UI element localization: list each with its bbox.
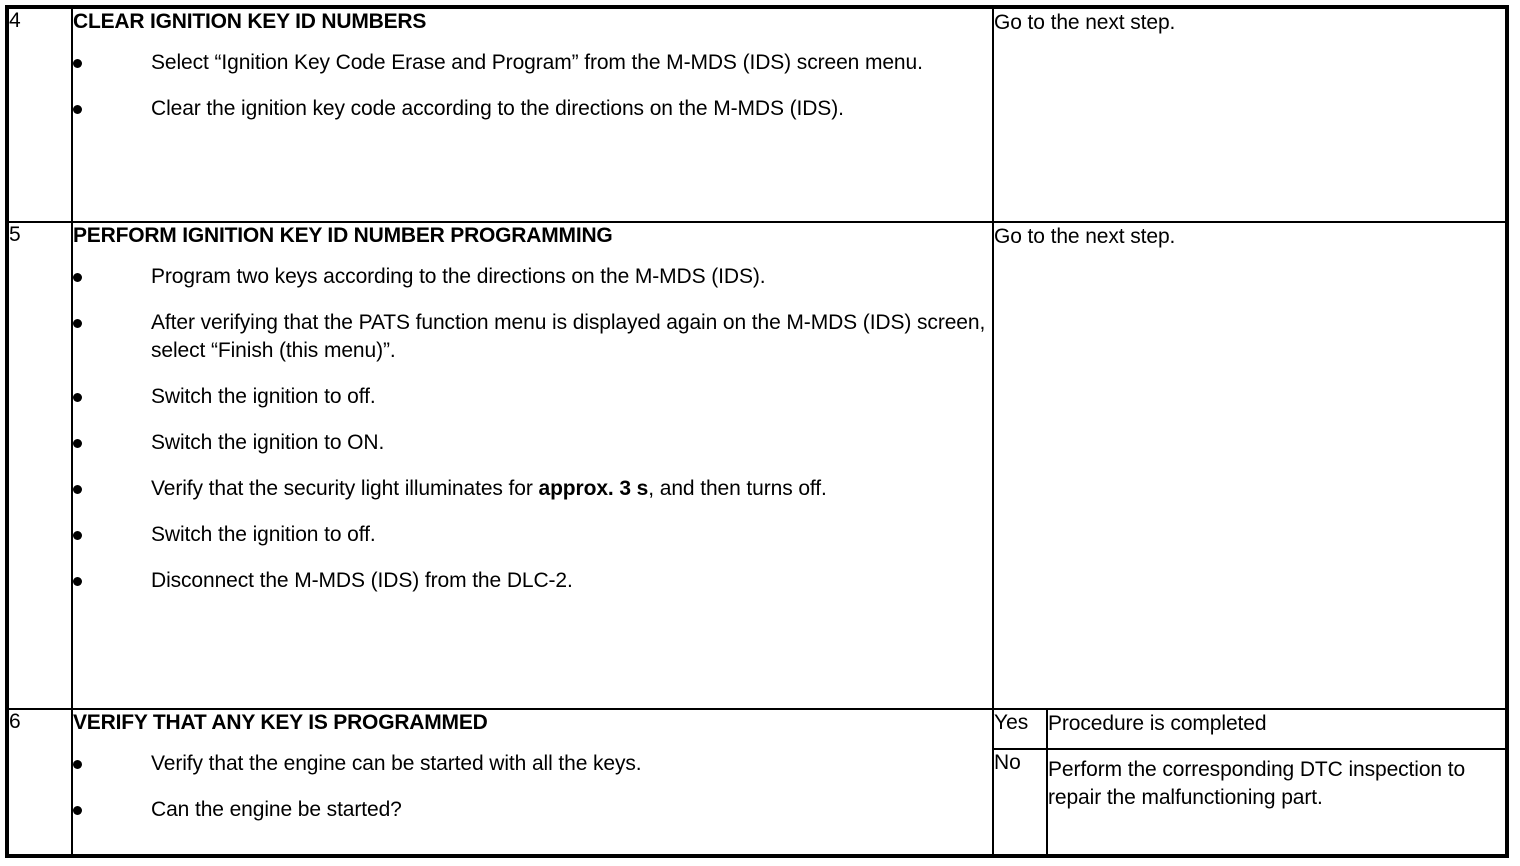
bullet-text-rich: Verify that the security light illuminat… (151, 475, 992, 503)
bullet-list-6: Verify that the engine can be started wi… (73, 750, 992, 824)
bullet-dot-icon (73, 105, 82, 114)
bullet-dot-icon (73, 393, 82, 402)
step-number-cell-4: 4 (6, 6, 73, 223)
answer-result-yes: Procedure is completed (1046, 708, 1508, 750)
bullet-text: Clear the ignition key code according to… (151, 97, 844, 120)
step-result-cell-5: Go to the next step. (992, 221, 1508, 710)
step-title-4: CLEAR IGNITION KEY ID NUMBERS (73, 10, 427, 33)
table-row: No Perform the corresponding DTC inspect… (7, 748, 1508, 857)
step-body-cell-6: VERIFY THAT ANY KEY IS PROGRAMMED Verify… (71, 708, 994, 857)
list-item: Switch the ignition to ON. (73, 429, 992, 457)
bullet-dot-icon (73, 531, 82, 540)
list-item: Switch the ignition to off. (73, 521, 992, 549)
list-item: Program two keys according to the direct… (73, 263, 992, 291)
bullet-text: Switch the ignition to off. (151, 523, 376, 546)
list-item: Disconnect the M-MDS (IDS) from the DLC-… (73, 567, 992, 595)
list-item: Select “Ignition Key Code Erase and Prog… (73, 49, 992, 77)
bullet-dot-icon (73, 577, 82, 586)
bullet-dot-icon (73, 760, 82, 769)
answer-label-no: No (992, 748, 1048, 857)
diagnostic-procedure-table: 4 CLEAR IGNITION KEY ID NUMBERS Select “… (5, 5, 1509, 858)
list-item: Can the engine be started? (73, 796, 992, 824)
bullet-text: Disconnect the M-MDS (IDS) from the DLC-… (151, 569, 573, 592)
bullet-text: After verifying that the PATS function m… (151, 311, 986, 362)
list-item: After verifying that the PATS function m… (73, 309, 992, 365)
list-item: Switch the ignition to off. (73, 383, 992, 411)
bullet-text: Switch the ignition to ON. (151, 431, 385, 454)
table-row: 6 VERIFY THAT ANY KEY IS PROGRAMMED Veri… (6, 708, 1508, 857)
bullet-text: Select “Ignition Key Code Erase and Prog… (151, 51, 923, 74)
table-row: 5 PERFORM IGNITION KEY ID NUMBER PROGRAM… (6, 221, 1508, 710)
step-title-6: VERIFY THAT ANY KEY IS PROGRAMMED (73, 711, 488, 734)
list-item: Verify that the security light illuminat… (73, 475, 992, 503)
list-item: Clear the ignition key code according to… (73, 95, 992, 123)
answer-label-yes: Yes (992, 708, 1048, 750)
step-title-5: PERFORM IGNITION KEY ID NUMBER PROGRAMMI… (73, 224, 613, 247)
step-result-cell-4: Go to the next step. (992, 6, 1508, 223)
answer-result-no: Perform the corresponding DTC inspection… (1046, 748, 1508, 857)
bullet-dot-icon (73, 439, 82, 448)
bullet-text: Program two keys according to the direct… (151, 265, 766, 288)
table-row: 4 CLEAR IGNITION KEY ID NUMBERS Select “… (6, 6, 1508, 223)
bullet-text: Verify that the engine can be started wi… (151, 752, 642, 775)
bullet-dot-icon (73, 806, 82, 815)
bullet-list-5: Program two keys according to the direct… (73, 263, 992, 595)
bullet-text-emphasis: approx. 3 s (538, 477, 649, 500)
bullet-dot-icon (73, 59, 82, 68)
bullet-dot-icon (73, 485, 82, 494)
bullet-text: Can the engine be started? (151, 798, 402, 821)
step-body-cell-4: CLEAR IGNITION KEY ID NUMBERS Select “Ig… (71, 6, 994, 223)
step-number-cell-5: 5 (6, 221, 73, 710)
bullet-dot-icon (73, 273, 82, 282)
step-body-cell-5: PERFORM IGNITION KEY ID NUMBER PROGRAMMI… (71, 221, 994, 710)
bullet-text-pre: Verify that the security light illuminat… (151, 477, 539, 500)
step-number-cell-6: 6 (6, 708, 73, 857)
bullet-list-4: Select “Ignition Key Code Erase and Prog… (73, 49, 992, 123)
bullet-text-post: , and then turns off. (648, 477, 827, 500)
list-item: Verify that the engine can be started wi… (73, 750, 992, 778)
bullet-dot-icon (73, 319, 82, 328)
bullet-text: Switch the ignition to off. (151, 385, 376, 408)
